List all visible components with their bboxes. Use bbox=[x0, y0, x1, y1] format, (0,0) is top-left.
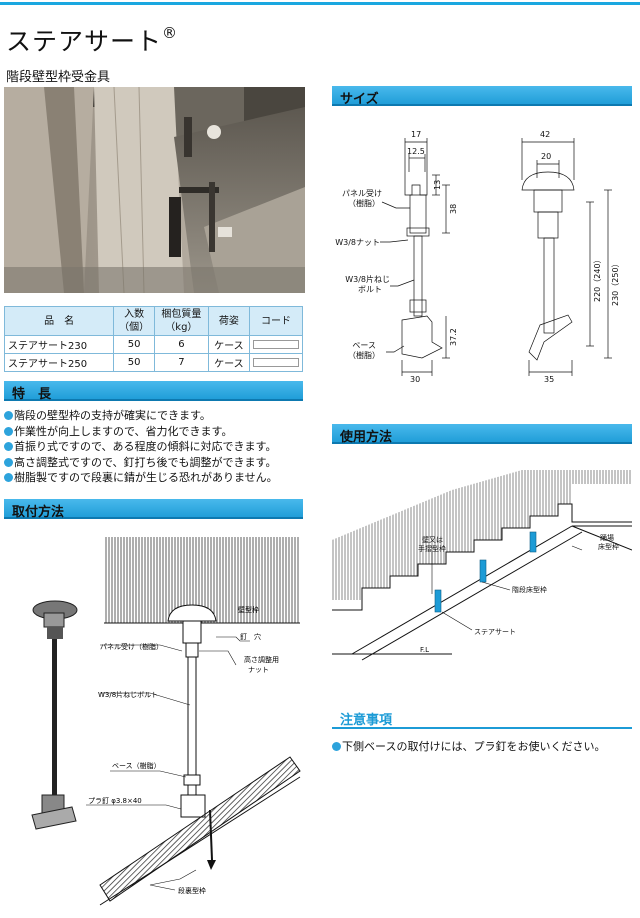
list-item: 首振り式ですので、ある程度の傾斜に対応できます。 bbox=[4, 439, 278, 455]
bullet-icon bbox=[4, 473, 13, 482]
label-panel-holder: パネル受け（樹脂） bbox=[100, 642, 163, 651]
bullet-icon bbox=[4, 457, 13, 467]
bullet-icon bbox=[4, 426, 13, 436]
size-section-bar bbox=[332, 86, 632, 106]
page-subtitle: 階段壁型枠受金具 bbox=[6, 70, 111, 85]
label-height-nut-1: 高さ調整用 bbox=[244, 655, 279, 664]
label-soffit-form: 段裏型枠 bbox=[178, 886, 206, 895]
size-diagram: 17 12.5 13 38 37.2 30 42 20 220（240） 230… bbox=[335, 130, 620, 384]
usage-title: 使用方法 bbox=[340, 430, 393, 445]
row-code bbox=[249, 353, 303, 372]
label-wall-2: 手摺型枠 bbox=[418, 544, 446, 553]
label-wall-1: 壁又は bbox=[422, 535, 443, 544]
spec-table: 品 名 入数（個） 梱包質量（kg） 荷姿 コード ステアサート230 50 6… bbox=[3, 306, 303, 372]
label-base-1: ベース bbox=[352, 341, 376, 350]
row-name: ステアサート230 bbox=[3, 335, 115, 354]
header-qty: 入数（個） bbox=[113, 306, 155, 336]
caution-title: 注意事項 bbox=[340, 713, 393, 728]
table-row: ステアサート230 50 6 ケース bbox=[3, 335, 303, 354]
usage-section-bar bbox=[332, 424, 632, 444]
label-panel-holder-1: パネル受け bbox=[342, 188, 382, 198]
label-nail: プラ釘 φ3.8×40 bbox=[88, 796, 142, 805]
bullet-icon bbox=[4, 411, 13, 420]
label-nail-hole: 釘 穴 bbox=[240, 632, 261, 641]
dim-20: 20 bbox=[541, 152, 551, 161]
row-name: ステアサート250 bbox=[3, 353, 115, 372]
features-list: 階段の壁型枠の支持が確実にできます。 作業性が向上しますので、省力化できます。 … bbox=[4, 408, 278, 486]
page-title: ステアサート® bbox=[6, 24, 179, 56]
label-soffit: 階段床型枠 bbox=[512, 585, 547, 594]
dim-37-2: 37.2 bbox=[449, 328, 458, 346]
list-item: 樹脂製ですので段裏に錆が生じる恐れがありません。 bbox=[4, 470, 278, 486]
dim-30: 30 bbox=[410, 375, 420, 384]
label-landing-2: 床型枠 bbox=[598, 542, 619, 551]
row-weight: 7 bbox=[153, 353, 209, 372]
label-height-nut-2: ナット bbox=[248, 666, 269, 674]
bullet-icon bbox=[332, 742, 341, 751]
dim-35: 35 bbox=[544, 375, 554, 384]
header-package: 荷姿 bbox=[207, 306, 251, 336]
code-box bbox=[253, 357, 299, 367]
label-panel-holder-2: （樹脂） bbox=[348, 198, 380, 208]
top-accent-line bbox=[0, 2, 640, 5]
row-package: ケース bbox=[207, 353, 251, 372]
label-base: ベース（樹脂） bbox=[112, 761, 161, 770]
size-title: サイズ bbox=[340, 92, 379, 107]
label-bolt-1: W3/8片ねじ bbox=[345, 274, 390, 284]
label-base-2: （樹脂） bbox=[348, 350, 380, 360]
label-product: ステアサート bbox=[474, 628, 516, 636]
label-nut: W3/8ナット bbox=[335, 238, 380, 247]
header-name: 品 名 bbox=[3, 306, 115, 336]
mounting-diagram: 壁型枠 釘 穴 パネル受け（樹脂） 高さ調整用 ナット W3/8片ねじボルト ベ… bbox=[31, 537, 301, 906]
dim-42: 42 bbox=[540, 130, 550, 139]
dim-13: 13 bbox=[433, 180, 442, 190]
caution-underline bbox=[332, 727, 632, 729]
caution-text: 下側ベースの取付けには、プラ釘をお使いください。 bbox=[332, 738, 605, 754]
list-item: 作業性が向上しますので、省力化できます。 bbox=[4, 424, 278, 440]
table-row: ステアサート250 50 7 ケース bbox=[3, 353, 303, 372]
header-weight: 梱包質量（kg） bbox=[153, 306, 209, 336]
bullet-icon bbox=[4, 442, 13, 451]
row-code bbox=[249, 335, 303, 354]
row-weight: 6 bbox=[153, 335, 209, 354]
label-landing-1: 踊場 bbox=[600, 533, 614, 542]
dim-38: 38 bbox=[449, 204, 458, 214]
dim-220: 220（240） bbox=[593, 255, 602, 302]
label-floor: F.L bbox=[420, 646, 429, 654]
dim-17: 17 bbox=[411, 130, 421, 139]
row-qty: 50 bbox=[113, 353, 155, 372]
product-illustration bbox=[31, 600, 78, 830]
list-item: 階段の壁型枠の支持が確実にできます。 bbox=[4, 408, 278, 424]
features-section-bar bbox=[4, 381, 303, 401]
label-bolt: W3/8片ねじボルト bbox=[98, 690, 158, 699]
spec-table-header: 品 名 入数（個） 梱包質量（kg） 荷姿 コード bbox=[3, 306, 303, 336]
header-code: コード bbox=[249, 306, 303, 336]
usage-diagram: 壁又は 手摺型枠 踊場 床型枠 階段床型枠 ステアサート F.L bbox=[332, 470, 632, 661]
list-item: 高さ調整式ですので、釘打ち後でも調整ができます。 bbox=[4, 455, 278, 471]
label-bolt-2: ボルト bbox=[358, 285, 382, 294]
mounting-section-bar bbox=[4, 499, 303, 519]
label-wall-form: 壁型枠 bbox=[238, 605, 259, 614]
dim-12-5: 12.5 bbox=[407, 147, 425, 156]
dim-230: 230（250） bbox=[611, 259, 620, 306]
row-qty: 50 bbox=[113, 335, 155, 354]
features-title: 特 長 bbox=[12, 387, 52, 402]
product-photo bbox=[4, 87, 305, 293]
code-box bbox=[253, 339, 299, 349]
registered-mark: ® bbox=[162, 24, 179, 42]
row-package: ケース bbox=[207, 335, 251, 354]
mounting-title: 取付方法 bbox=[12, 505, 65, 520]
